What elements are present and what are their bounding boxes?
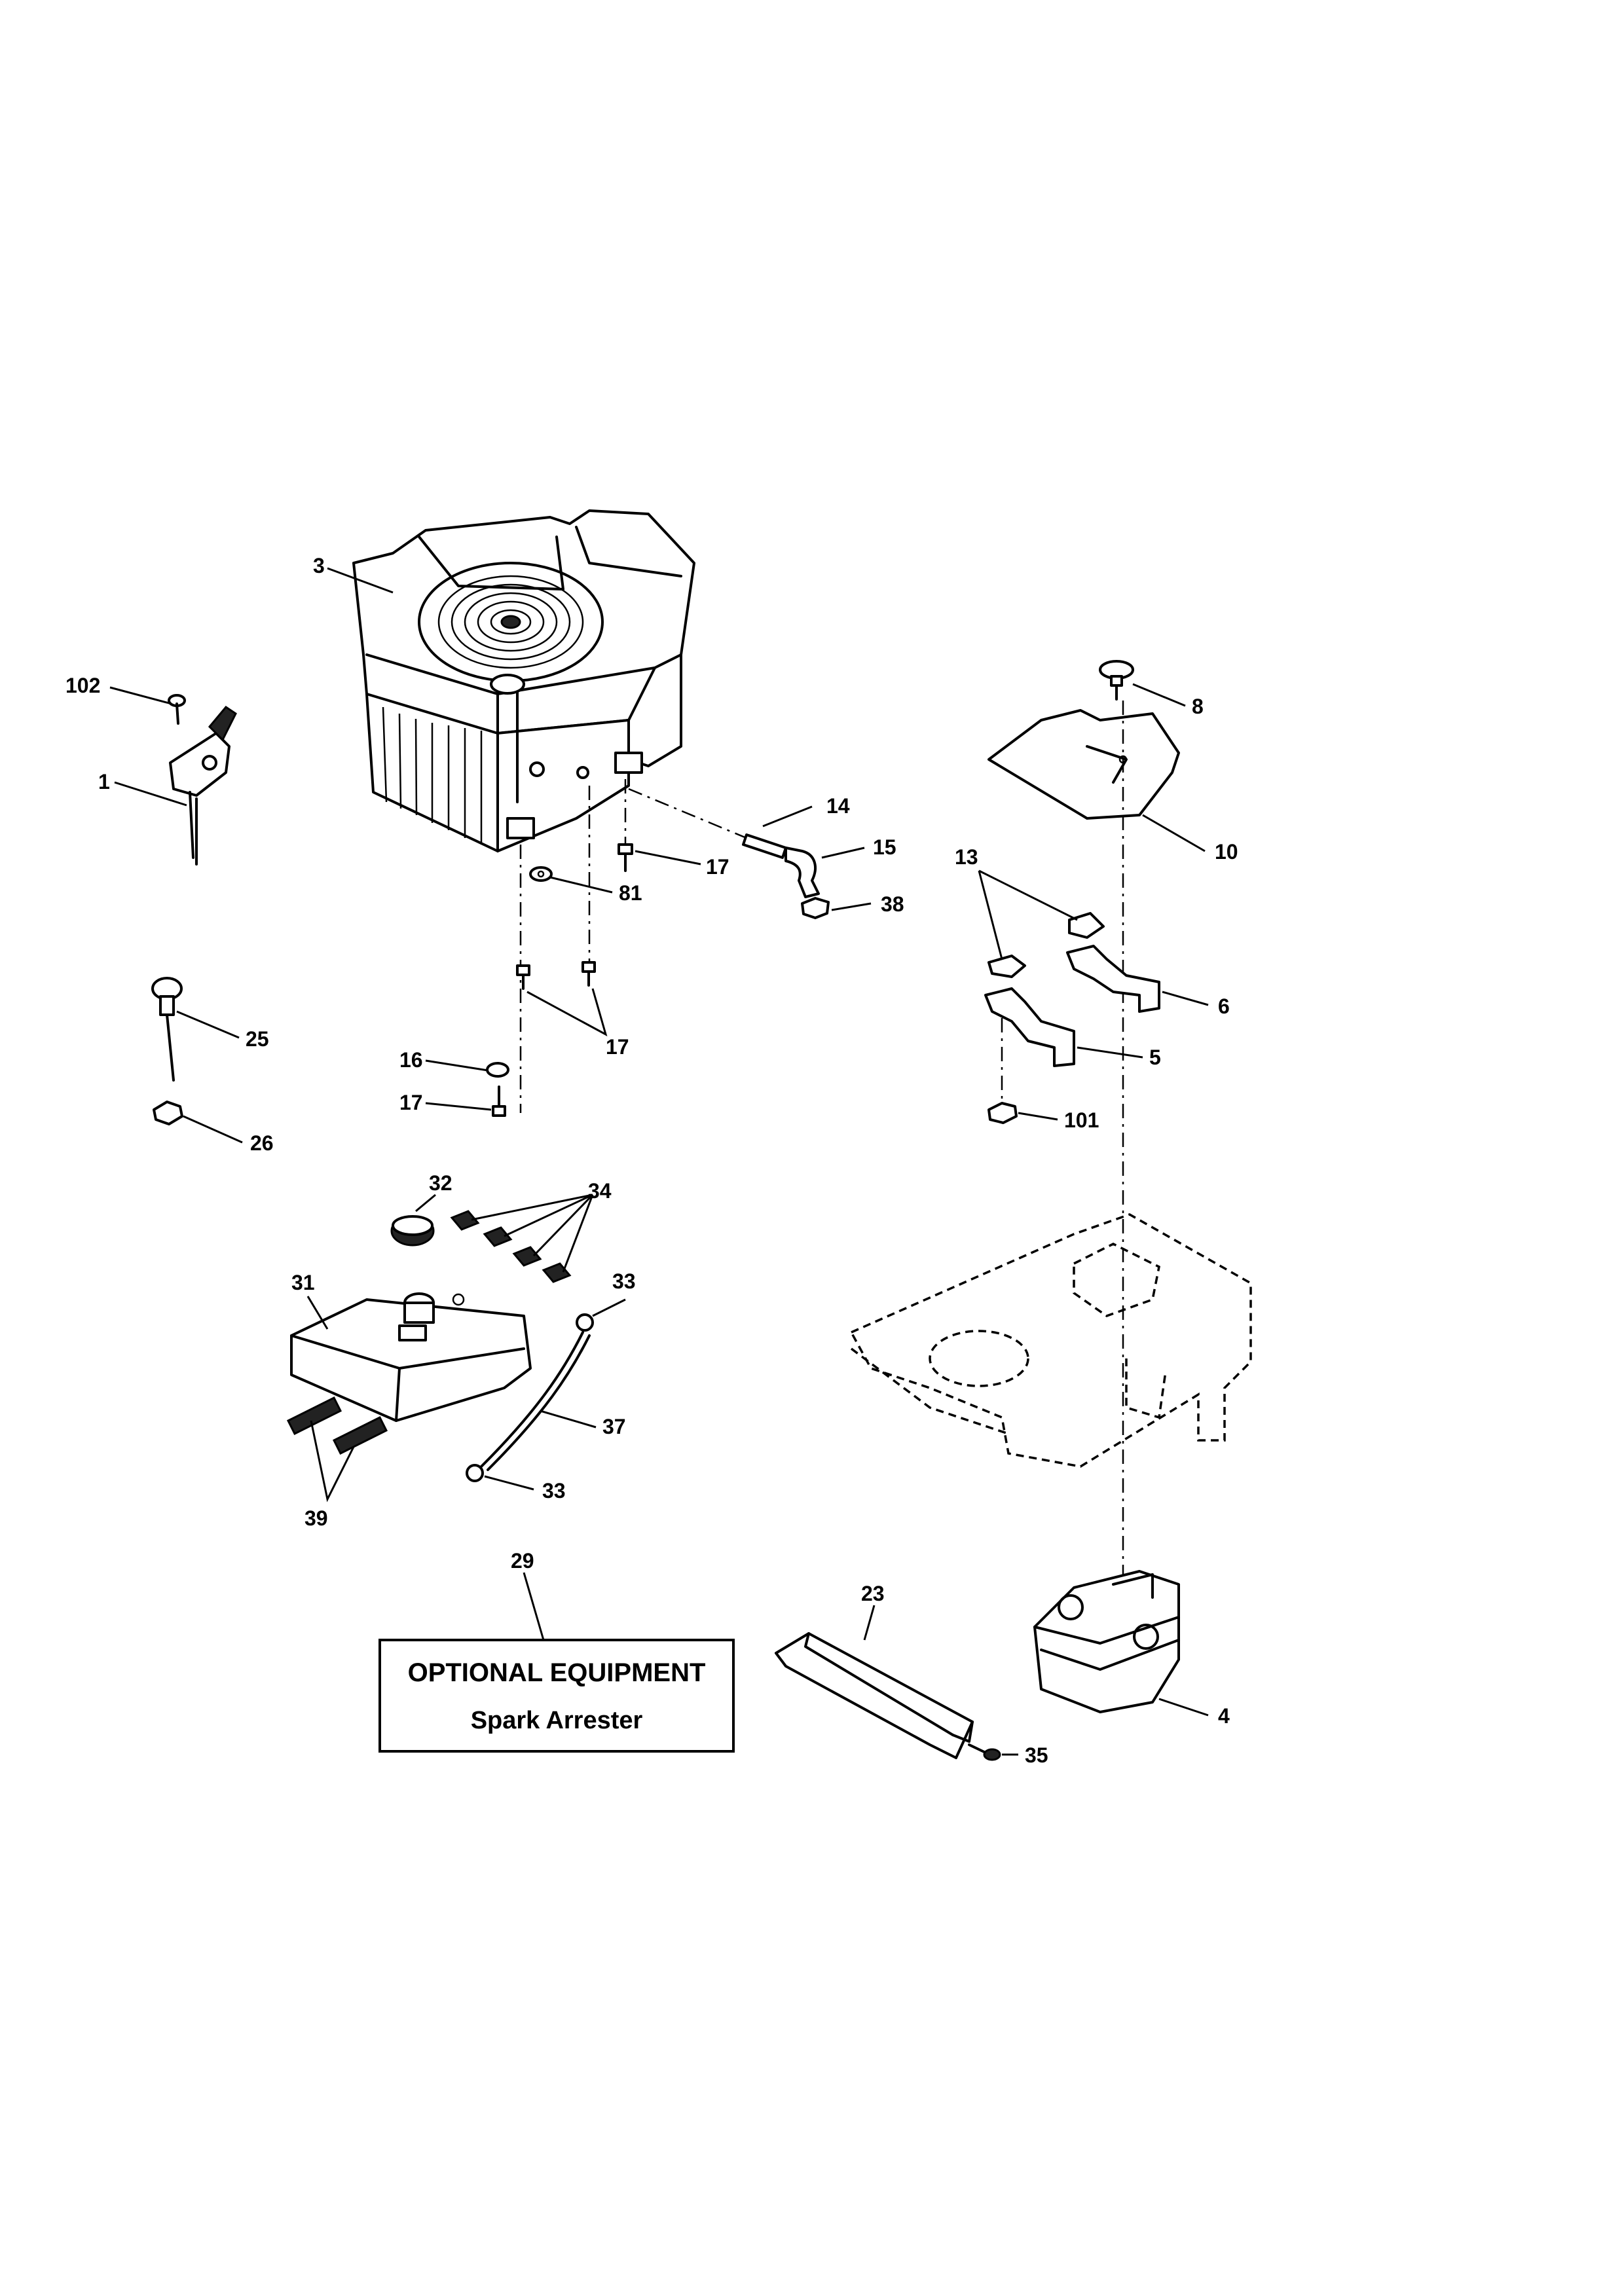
foam-pads-39: [286, 1396, 388, 1455]
callout-102: 102: [65, 674, 100, 697]
callout-16: 16: [399, 1048, 423, 1072]
choke-knob: [151, 977, 183, 1082]
muffler: [1033, 1570, 1180, 1713]
callout-23: 23: [861, 1582, 885, 1605]
callout-3: 3: [313, 554, 325, 577]
callout-33-top: 33: [612, 1269, 636, 1293]
screw: [168, 694, 186, 725]
filter-knob: [390, 1215, 435, 1247]
filter-pads-34: [450, 1210, 572, 1283]
callout-numbers: 3 102 1 14 15 17 81 38 8 10 13 6 5 101 2…: [65, 554, 1238, 1767]
callout-17-bottom: 17: [399, 1091, 423, 1114]
optional-equipment-box: OPTIONAL EQUIPMENT Spark Arrester: [378, 1639, 735, 1753]
callout-33-bottom: 33: [542, 1479, 566, 1503]
callout-34: 34: [588, 1179, 612, 1203]
exhaust-pipes: [984, 912, 1160, 1106]
engine-fasteners: [486, 779, 633, 1117]
optional-equipment-title: OPTIONAL EQUIPMENT: [408, 1658, 706, 1687]
callout-38: 38: [881, 892, 904, 916]
chassis-plate: [849, 1213, 1252, 1468]
engine: [352, 509, 695, 852]
callout-14: 14: [826, 794, 850, 818]
spark-arrester: [775, 1632, 974, 1759]
callout-8: 8: [1192, 695, 1204, 718]
nut-101: [987, 1102, 1018, 1124]
callout-31: 31: [291, 1271, 315, 1294]
throttle-control: [169, 706, 237, 866]
heat-shield: [987, 709, 1180, 820]
callout-17-pair: 17: [606, 1035, 629, 1059]
callout-39: 39: [304, 1506, 328, 1530]
callout-32: 32: [429, 1171, 452, 1195]
air-cleaner-base: [290, 1292, 532, 1422]
callout-10: 10: [1215, 840, 1238, 864]
callout-1: 1: [98, 770, 110, 793]
breather-hose: [466, 1313, 594, 1482]
leader-lines: [109, 567, 1209, 1756]
callout-6: 6: [1218, 994, 1230, 1018]
screw-35: [968, 1743, 1001, 1761]
callout-81: 81: [619, 881, 642, 905]
callout-5: 5: [1149, 1046, 1161, 1069]
callout-26: 26: [250, 1131, 274, 1155]
bolt-8: [1099, 660, 1134, 701]
callout-37: 37: [602, 1415, 626, 1438]
callout-101: 101: [1064, 1108, 1099, 1132]
callout-17-top: 17: [706, 855, 729, 879]
callout-4: 4: [1218, 1704, 1230, 1728]
callout-25: 25: [246, 1027, 269, 1051]
callout-29: 29: [511, 1549, 534, 1573]
breather-tube: [628, 788, 830, 919]
optional-equipment-subtitle: Spark Arrester: [471, 1707, 643, 1734]
callout-13: 13: [955, 845, 978, 869]
callout-15: 15: [873, 835, 896, 859]
hex-nut: [153, 1101, 183, 1125]
callout-35: 35: [1025, 1743, 1048, 1767]
